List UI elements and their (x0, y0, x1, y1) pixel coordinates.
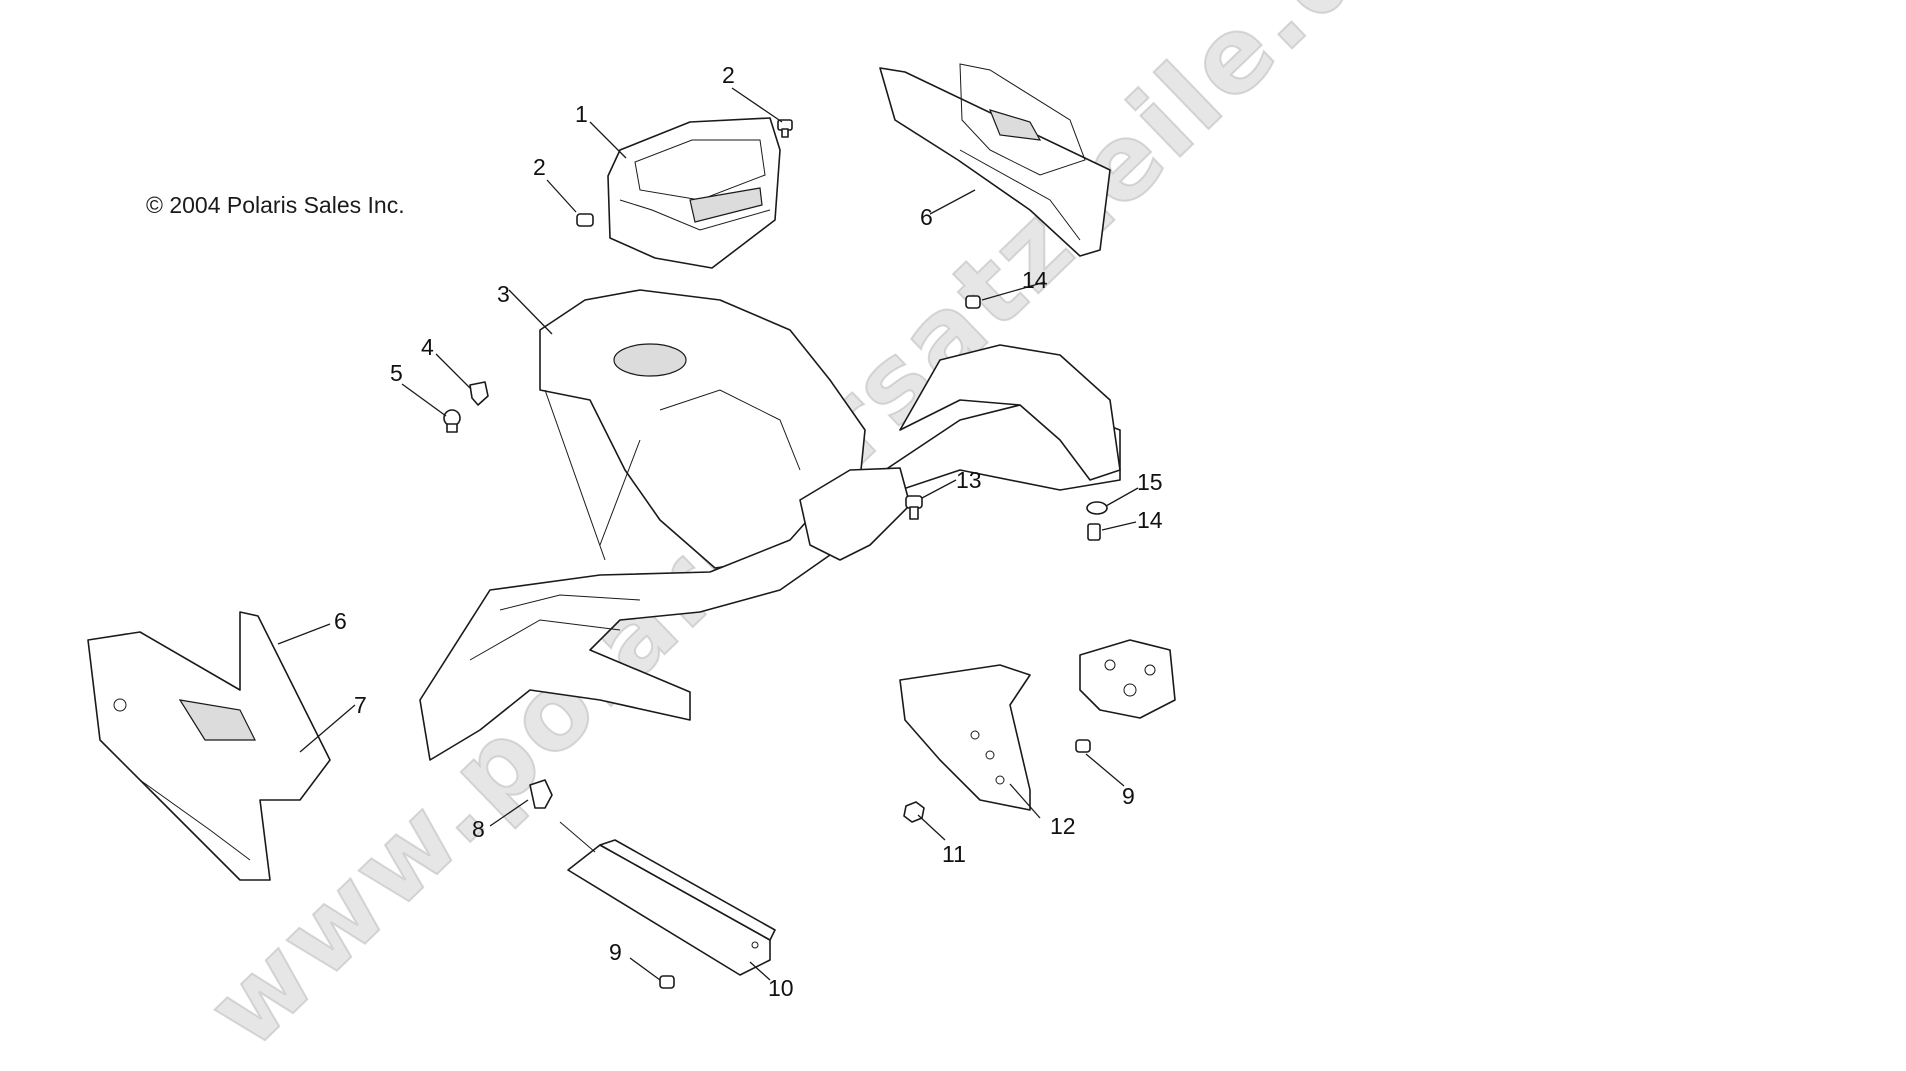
part-14-bolt-lower (1087, 523, 1101, 541)
callout-2-lower: 2 (533, 154, 546, 180)
part-12-switch-block (1079, 639, 1176, 719)
part-2-screw-upper (777, 119, 793, 138)
part-11-nut (903, 801, 925, 823)
part-13-fastener (905, 495, 923, 520)
callout-13: 13 (956, 467, 982, 493)
part-8-clip (529, 779, 553, 809)
part-4-clip (469, 381, 489, 406)
part-2-screw-lower (576, 213, 594, 227)
part-10-heat-shield (567, 839, 776, 976)
callout-10: 10 (768, 975, 794, 1001)
part-3-main-body (419, 344, 1121, 761)
part-5-push-rivet (443, 409, 461, 433)
part-6-side-panel-lower (87, 611, 331, 881)
part-14-bolt-upper (965, 295, 981, 309)
callout-9-right: 9 (1122, 783, 1135, 809)
callout-12: 12 (1050, 813, 1076, 839)
part-6-side-panel-upper (879, 63, 1111, 257)
callout-1: 1 (575, 101, 588, 127)
callout-11: 11 (942, 841, 966, 867)
part-1-headlight-pod (607, 117, 781, 269)
callout-4: 4 (421, 334, 434, 360)
callout-8: 8 (472, 816, 485, 842)
copyright-notice: © 2004 Polaris Sales Inc. (146, 192, 405, 218)
callout-14-upper: 14 (1022, 267, 1048, 293)
callout-14-lower: 14 (1137, 507, 1163, 533)
part-12-bracket (899, 664, 1031, 811)
callout-6-upper: 6 (920, 204, 933, 230)
callout-9-lower: 9 (609, 939, 622, 965)
part-3-front-cab (539, 289, 866, 569)
callout-7: 7 (354, 692, 367, 718)
callout-2-upper: 2 (722, 62, 735, 88)
leader-lines (277, 87, 1139, 981)
part-9-screw-right (1075, 739, 1091, 753)
callout-3: 3 (497, 281, 510, 307)
part-9-screw-lower (659, 975, 675, 989)
callout-5: 5 (390, 360, 403, 386)
part-15-washer (1086, 501, 1108, 515)
callout-6-lower: 6 (334, 608, 347, 634)
callout-15: 15 (1137, 469, 1163, 495)
